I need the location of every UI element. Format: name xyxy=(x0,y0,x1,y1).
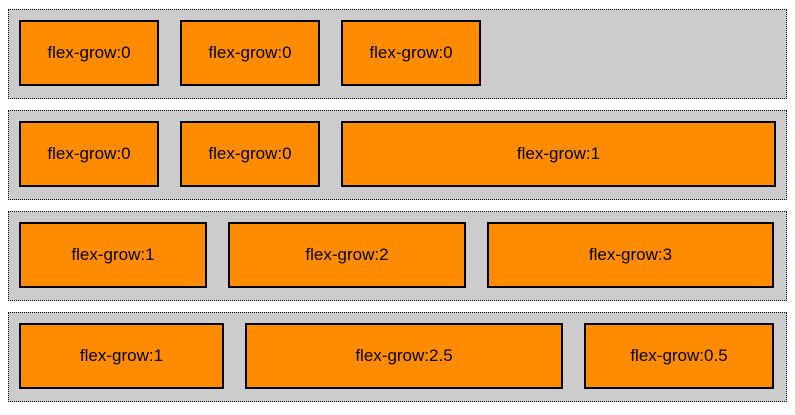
flex-container-row-3: flex-grow:1 flex-grow:2 flex-grow:3 xyxy=(8,211,787,301)
flex-item: flex-grow:2.5 xyxy=(245,323,563,389)
flex-item: flex-grow:0.5 xyxy=(584,323,774,389)
flex-item: flex-grow:0 xyxy=(180,121,320,187)
flex-item: flex-grow:3 xyxy=(487,222,774,288)
flex-item: flex-grow:2 xyxy=(228,222,466,288)
flex-item: flex-grow:0 xyxy=(341,20,481,86)
flex-item: flex-grow:1 xyxy=(19,323,224,389)
flex-container-row-1: flex-grow:0 flex-grow:0 flex-grow:0 xyxy=(8,9,787,99)
flex-item: flex-grow:1 xyxy=(19,222,207,288)
flex-item: flex-grow:0 xyxy=(19,121,159,187)
flex-container-row-4: flex-grow:1 flex-grow:2.5 flex-grow:0.5 xyxy=(8,312,787,402)
flex-item: flex-grow:0 xyxy=(180,20,320,86)
flex-item: flex-grow:1 xyxy=(341,121,776,187)
flex-container-row-2: flex-grow:0 flex-grow:0 flex-grow:1 xyxy=(8,110,787,200)
flex-item: flex-grow:0 xyxy=(19,20,159,86)
